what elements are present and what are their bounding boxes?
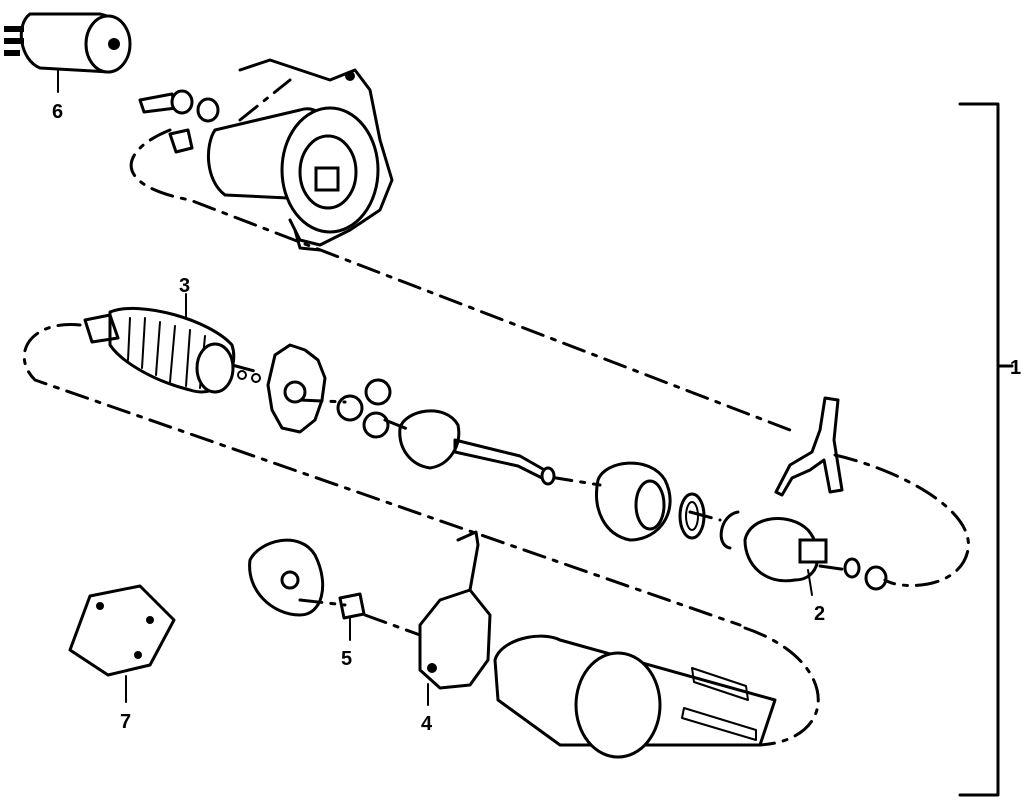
callout-3: 3 [179, 275, 190, 297]
retainer-ring-part [719, 510, 740, 550]
gear-plate-part [266, 343, 327, 434]
armature-part [83, 293, 261, 394]
drive-assembly-part [743, 517, 888, 596]
mount-bracket-part [68, 584, 176, 703]
callout-5: 5 [341, 648, 352, 670]
center-housing-part [595, 461, 672, 542]
washer-part [678, 492, 706, 540]
drive-end-housing [206, 58, 394, 252]
assembly-dash-lines [22, 78, 970, 747]
bushing-part [338, 592, 366, 641]
plunger-parts [138, 89, 220, 154]
output-shaft-part [398, 409, 556, 486]
callout-2: 2 [814, 603, 825, 625]
callout-1: 1 [1010, 357, 1021, 379]
callout-4: 4 [421, 713, 433, 735]
callout-6: 6 [52, 101, 63, 123]
planet-gears [336, 378, 392, 439]
end-plate-part [248, 538, 325, 617]
brush-holder-part [418, 530, 492, 706]
solenoid-part [4, 12, 132, 93]
callout-7: 7 [120, 711, 131, 733]
shift-fork-part [774, 396, 844, 497]
assembly-bracket [958, 102, 1014, 797]
field-frame-part [493, 634, 777, 759]
